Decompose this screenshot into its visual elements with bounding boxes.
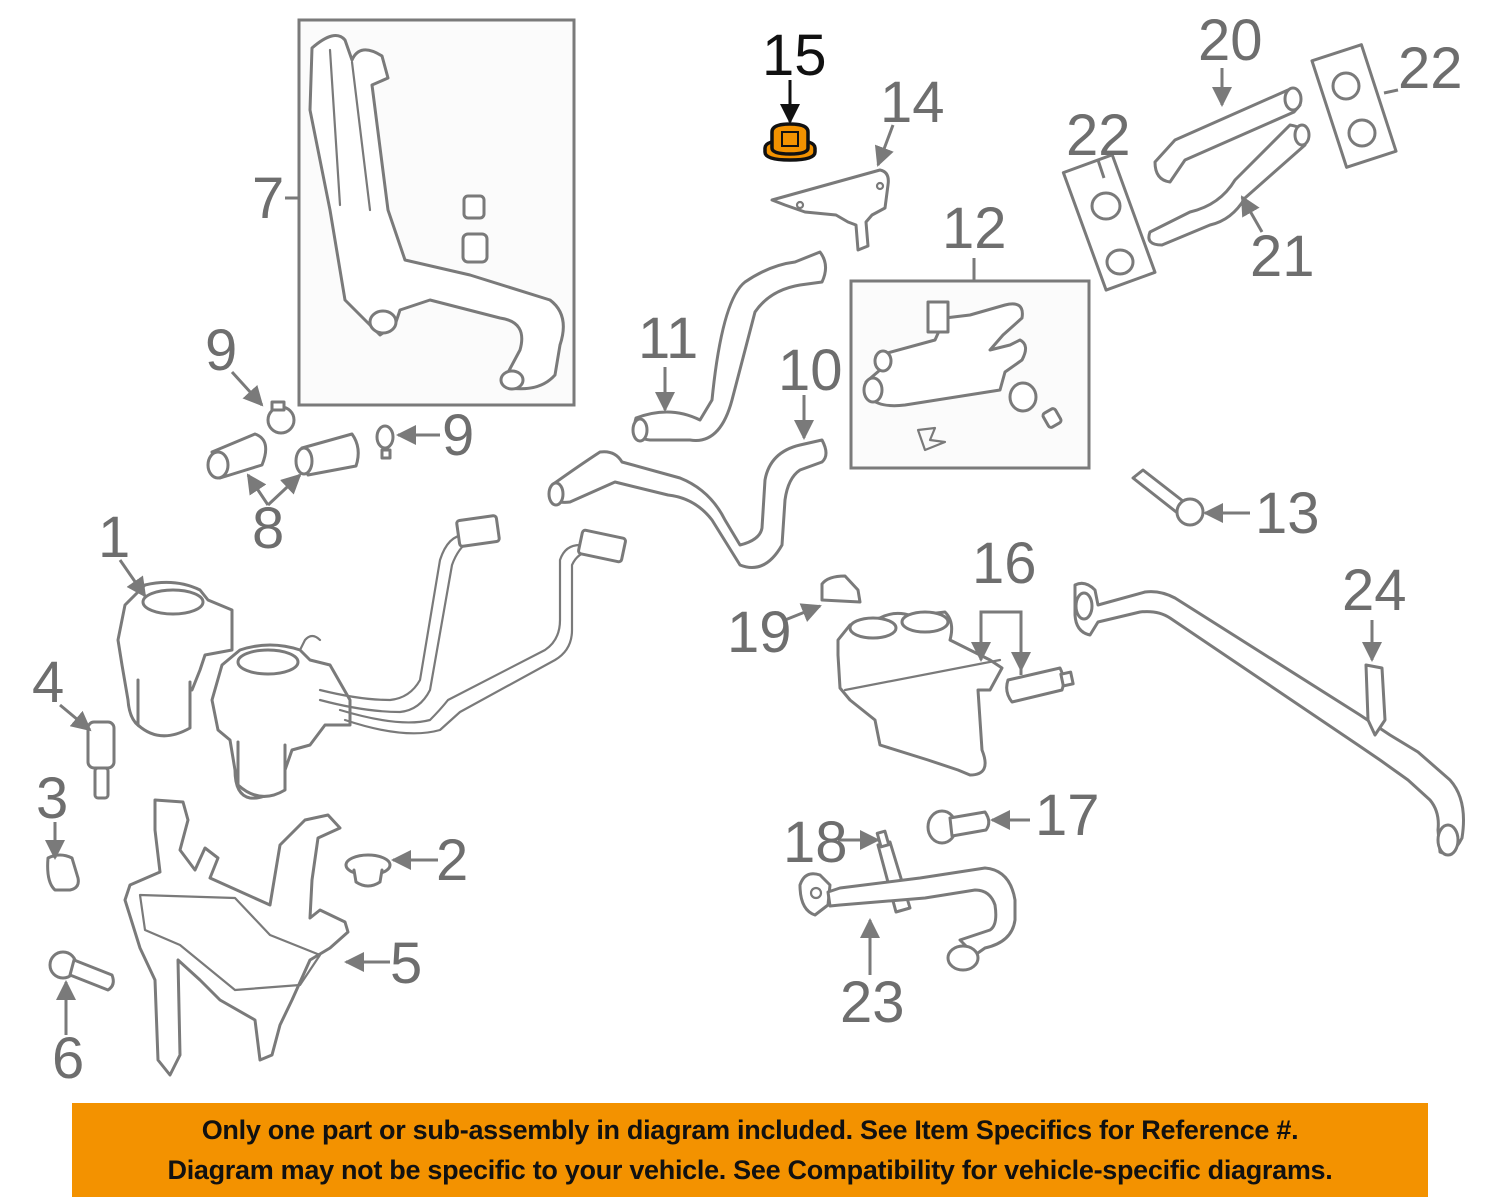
part-12-pipe-assembly[interactable] <box>849 258 1091 470</box>
part-1-air-pump-assembly[interactable] <box>116 514 627 800</box>
part-3-clip[interactable] <box>46 853 80 892</box>
part-20-hose[interactable] <box>1153 86 1303 184</box>
part-13-bolt[interactable] <box>1131 468 1205 527</box>
part-14-bracket[interactable] <box>770 168 890 252</box>
callout-20: 20 <box>1198 8 1263 73</box>
leader-22b <box>1383 88 1399 95</box>
part-22-clamp-set-right[interactable] <box>1310 43 1398 169</box>
part-2-grommet[interactable] <box>344 853 392 888</box>
callout-19: 19 <box>727 600 792 665</box>
callout-2: 2 <box>436 828 468 893</box>
part-8-hoses[interactable] <box>206 432 360 480</box>
leader-9a <box>230 370 264 407</box>
part-9-hose-clamps[interactable] <box>266 400 395 460</box>
callout-17: 17 <box>1035 783 1100 848</box>
part-10-hose[interactable] <box>547 438 828 569</box>
leader-14 <box>874 124 895 167</box>
callout-16: 16 <box>972 531 1037 596</box>
part-24-air-pipe[interactable] <box>1073 581 1465 857</box>
callout-9b: 9 <box>442 403 474 468</box>
leader-19 <box>784 603 822 622</box>
callout-22a: 22 <box>1066 103 1131 168</box>
part-4-cushion[interactable] <box>86 720 116 800</box>
disclaimer-banner: Only one part or sub-assembly in diagram… <box>72 1103 1428 1197</box>
leader-22a <box>1096 159 1106 179</box>
callout-13: 13 <box>1255 481 1320 546</box>
callout-24: 24 <box>1342 558 1407 623</box>
part-17-bolt[interactable] <box>926 809 991 845</box>
part-5-pump-bracket[interactable] <box>123 798 350 1077</box>
leader-21 <box>1240 195 1264 233</box>
callout-21: 21 <box>1250 224 1315 289</box>
callout-7: 7 <box>252 166 284 231</box>
callout-1: 1 <box>98 505 130 570</box>
part-21-hose[interactable] <box>1147 123 1311 247</box>
callout-10: 10 <box>778 338 843 403</box>
callout-3: 3 <box>36 766 68 831</box>
callout-18: 18 <box>783 810 848 875</box>
part-16-switching-valve[interactable] <box>836 610 1075 777</box>
leader-8a <box>246 473 270 506</box>
part-6-bolt[interactable] <box>48 950 115 992</box>
callout-15: 15 <box>762 23 827 88</box>
callout-6: 6 <box>52 1026 84 1091</box>
part-22-clamp-set-left[interactable] <box>1061 153 1157 292</box>
leader-1 <box>118 559 147 598</box>
callout-22b: 22 <box>1398 36 1463 101</box>
part-11-hose[interactable] <box>631 250 827 443</box>
callout-4: 4 <box>32 650 64 715</box>
disclaimer-line-1: Only one part or sub-assembly in diagram… <box>201 1115 1299 1145</box>
part-23-air-pipe[interactable] <box>798 866 1017 972</box>
callout-11: 11 <box>638 306 698 371</box>
callout-5: 5 <box>390 931 422 996</box>
part-7-air-pipe-group[interactable] <box>285 18 576 407</box>
disclaimer-line-2: Diagram may not be specific to your vehi… <box>167 1155 1333 1185</box>
leader-8b <box>266 473 302 507</box>
callout-23: 23 <box>840 970 905 1035</box>
callout-12: 12 <box>942 196 1007 261</box>
callout-8: 8 <box>252 496 284 561</box>
part-19-nut[interactable] <box>820 574 862 604</box>
callout-9a: 9 <box>205 318 237 383</box>
leader-4 <box>59 703 92 732</box>
callout-labels: 1 2 3 4 5 6 7 8 9 9 10 11 12 13 14 15 16… <box>32 8 1463 1091</box>
leader-lines <box>45 68 1399 1035</box>
callout-14: 14 <box>880 70 945 135</box>
part-15-nut[interactable] <box>763 122 817 162</box>
